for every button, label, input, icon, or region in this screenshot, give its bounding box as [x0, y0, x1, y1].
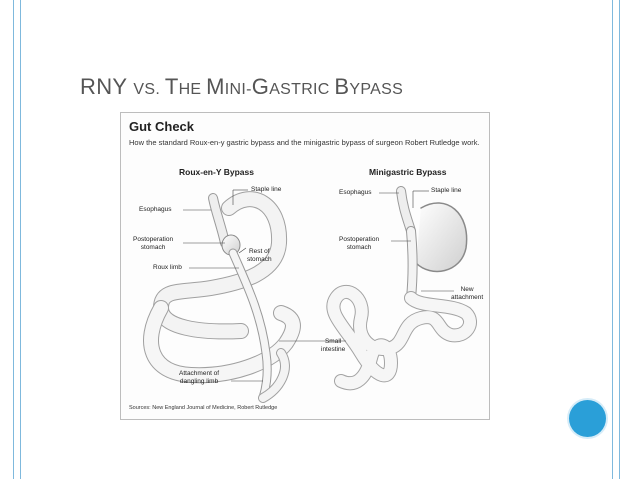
- label-roux-limb: Roux limb: [153, 264, 182, 271]
- left-border-line-2: [20, 0, 21, 479]
- anatomy-illustration: [143, 186, 477, 403]
- figure-source: Sources: New England Journal of Medicine…: [129, 405, 278, 411]
- figure-subtitle: How the standard Roux-en-y gastric bypas…: [129, 138, 480, 147]
- figure-title: Gut Check: [129, 119, 195, 134]
- label-esophagus-right: Esophagus: [339, 189, 372, 196]
- right-border-line: [612, 0, 613, 479]
- bypass-diagram-figure: Gut Check How the standard Roux-en-y gas…: [120, 112, 490, 420]
- right-border-line-2: [619, 0, 620, 479]
- left-panel-title: Roux-en-Y Bypass: [179, 167, 254, 177]
- label-new-attachment: New attachment: [451, 286, 484, 301]
- label-attachment-dangling-limb: Attachment of dangling limb: [179, 370, 220, 385]
- left-border-line: [13, 0, 14, 479]
- right-stomach: [415, 202, 468, 273]
- label-postop-stomach-left: Postoperation stomach: [133, 236, 174, 251]
- label-esophagus-left: Esophagus: [139, 206, 172, 213]
- label-staple-line-right: Staple line: [431, 187, 462, 194]
- label-postop-stomach-right: Postoperation stomach: [339, 236, 380, 251]
- label-staple-line-left: Staple line: [251, 186, 282, 193]
- slide-accent-circle: [569, 400, 606, 437]
- slide-title: RNY VS. THE MINI-GASTRIC BYPASS: [80, 74, 404, 99]
- label-small-intestine: Small intestine: [321, 338, 346, 353]
- right-panel-title: Minigastric Bypass: [369, 167, 447, 177]
- label-rest-of-stomach: Rest of stomach: [247, 248, 272, 263]
